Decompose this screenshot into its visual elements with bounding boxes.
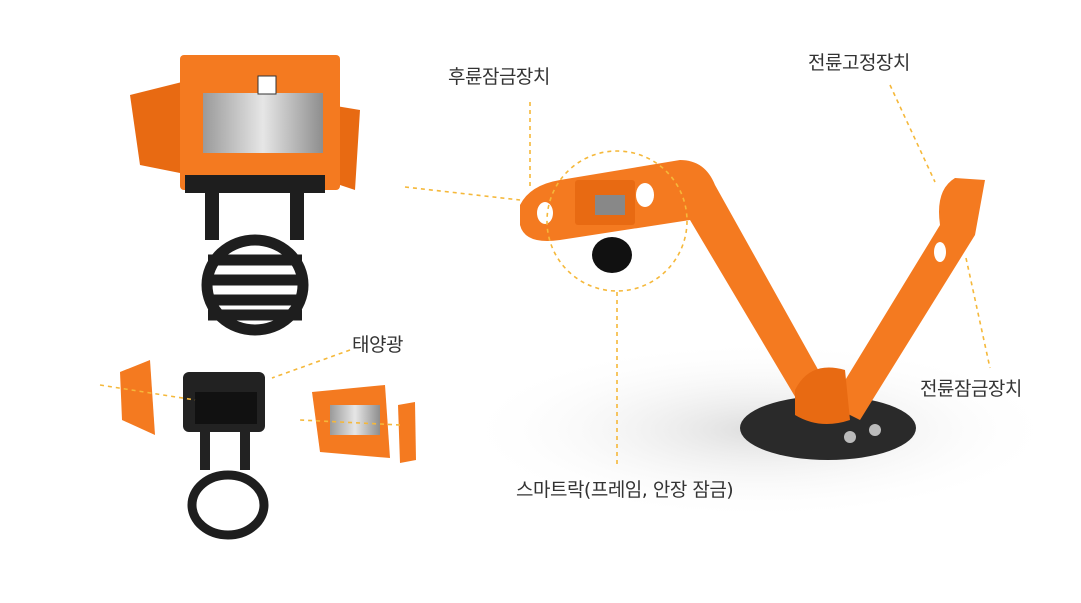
- label-front-wheel-holder: 전륜고정장치: [808, 52, 910, 74]
- qr-code-icon: [257, 75, 277, 95]
- label-solar: 태양광: [352, 334, 403, 356]
- label-front-wheel-lock: 전륜잠금장치: [920, 378, 1022, 400]
- smart-lock-module-large: [130, 55, 360, 336]
- bike-stand: [520, 160, 985, 460]
- exploded-view: [120, 360, 416, 540]
- label-rear-wheel-lock: 후륜잠금장치: [448, 66, 550, 88]
- solar-panel: [203, 93, 323, 153]
- label-smart-lock: 스마트락(프레임, 안장 잠금): [516, 479, 734, 501]
- callout-lines: [99, 84, 991, 465]
